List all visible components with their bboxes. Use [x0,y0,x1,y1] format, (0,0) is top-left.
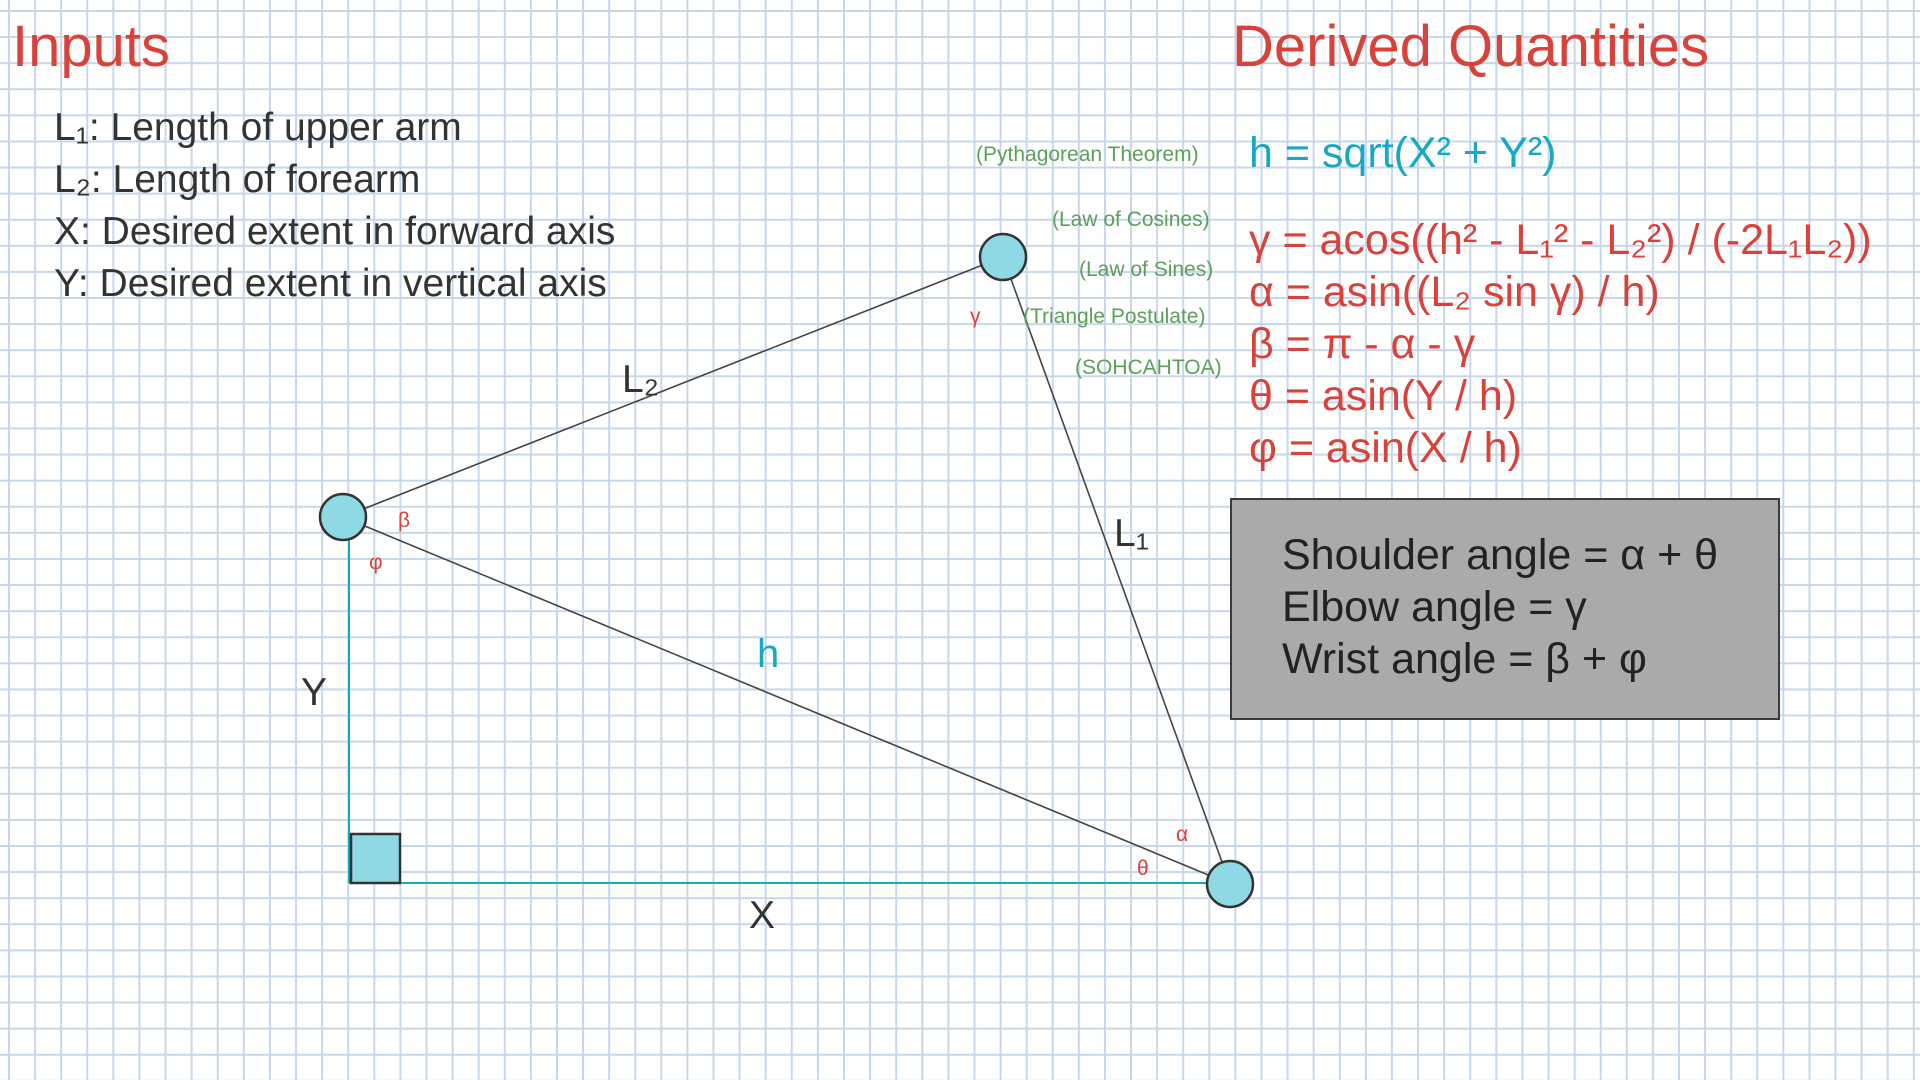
elbow-angle-result: Elbow angle = γ [1282,583,1587,631]
label-l2: L₂ [622,358,659,401]
formula-phi: φ = asin(X / h) [1249,424,1522,472]
input-x-description: X: Desired extent in forward axis [54,210,616,253]
technique-pythagorean: (Pythagorean Theorem) [976,143,1199,166]
shoulder-angle-result: Shoulder angle = α + θ [1282,531,1719,579]
angle-label-theta: θ [1137,857,1149,880]
label-l1: L₁ [1114,512,1149,555]
angle-label-phi: φ [369,551,383,574]
l1-upper-arm-line [1002,256,1231,885]
elbow-joint [978,232,1028,282]
h-hypotenuse-line [342,516,1231,885]
joint-angles-result-box: Shoulder angle = α + θ Elbow angle = γ W… [1230,498,1780,720]
angle-label-beta: β [398,509,411,532]
angle-label-gamma: γ [970,305,981,328]
input-y-description: Y: Desired extent in vertical axis [54,262,607,305]
formula-theta: θ = asin(Y / h) [1249,372,1518,420]
wrist-joint [318,492,368,542]
formula-beta: β = π - α - γ [1249,320,1476,368]
formula-gamma: γ = acos((h² - L₁² - L₂²) / (-2L₁L₂)) [1249,216,1872,264]
label-h: h [757,632,780,676]
right-angle-marker [349,832,402,885]
technique-law-of-sines: (Law of Sines) [1079,258,1214,281]
angle-label-alpha: α [1176,823,1189,846]
technique-law-of-cosines: (Law of Cosines) [1052,208,1210,231]
label-y: Y [301,671,328,714]
input-l2-description: L₂: Length of forearm [54,158,421,201]
derived-quantities-heading: Derived Quantities [1232,14,1710,79]
technique-sohcahtoa: (SOHCAHTOA) [1075,356,1222,379]
formula-alpha: α = asin((L₂ sin γ) / h) [1249,268,1660,316]
technique-triangle-postulate: (Triangle Postulate) [1023,305,1206,328]
formula-h: h = sqrt(X² + Y²) [1249,129,1557,177]
input-l1-description: L₁: Length of upper arm [54,106,462,149]
label-x: X [749,894,776,937]
shoulder-joint [1205,859,1255,909]
inputs-heading: Inputs [12,14,170,79]
wrist-angle-result: Wrist angle = β + φ [1282,635,1647,683]
l2-forearm-line [342,256,1004,518]
